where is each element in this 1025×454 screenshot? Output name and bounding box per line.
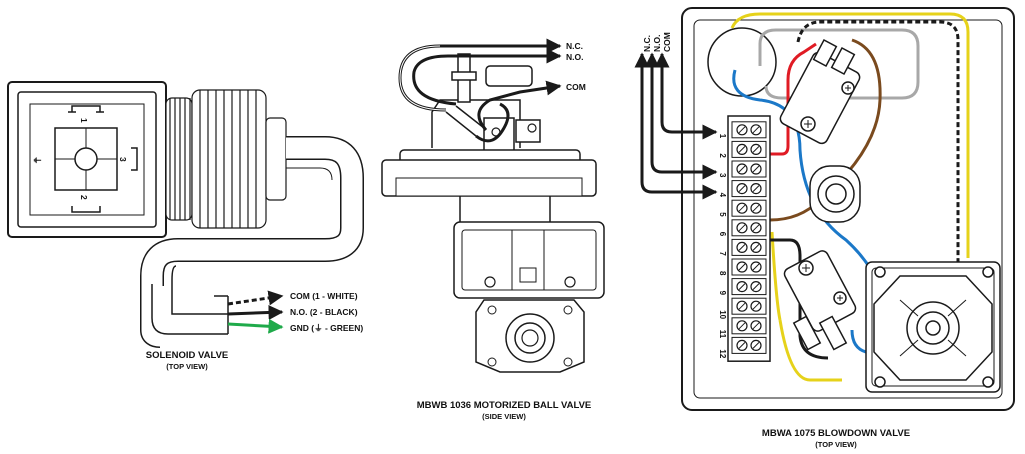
ball-valve-wire-com [477,80,562,131]
terminal-number: 3 [718,173,727,178]
solenoid-wire-no-label: N.O. (2 - BLACK) [290,307,358,317]
ball-valve-wire-no [412,48,562,106]
blowdown-brown-wire [769,38,882,222]
terminal-number: 2 [718,153,727,158]
ball-valve-caption: MBWB 1036 MOTORIZED BALL VALVE [417,400,592,411]
ball-valve [381,38,605,373]
blowdown-no-wire [650,62,718,180]
blowdown-yellow-wire [730,12,970,258]
terminal-9: 9 [718,278,767,296]
blowdown-caption: MBWA 1075 BLOWDOWN VALVE [762,428,910,439]
solenoid-wire-com-label: COM (1 - WHITE) [290,291,358,301]
terminal-12: 12 [718,336,767,359]
terminal-4: 4 [718,180,767,198]
terminal-number: 4 [718,193,727,198]
ball-valve-nc-label: N.C. [566,41,583,51]
blowdown-black-wire [770,238,829,360]
terminal-number: 11 [718,330,727,339]
terminal-number: 7 [718,251,727,256]
blowdown-com-wire [640,62,718,200]
blowdown-motor [707,27,777,97]
terminal-7: 7 [718,238,767,256]
solenoid-ground-icon: ⏚ [32,156,42,165]
blowdown-cam [809,165,861,223]
ball-valve-microswitch [485,65,533,87]
terminal-number: 12 [718,349,727,358]
blowdown-com-label: COM [662,32,672,52]
blowdown-no-label: N.O. [652,35,662,52]
blowdown-nc-label: N.C. [642,35,652,52]
solenoid-wire-gnd [227,318,284,334]
solenoid-gland-nut [191,89,287,229]
ball-valve-com-label: COM [566,82,586,92]
terminal-number: 10 [718,310,727,319]
solenoid-subcaption: (TOP VIEW) [166,362,208,371]
terminal-11: 11 [718,317,767,339]
terminal-1: 1 [718,121,767,139]
solenoid-pin1-label: 1 [79,118,89,123]
terminal-number: 5 [718,212,727,217]
solenoid-thread [165,97,193,221]
solenoid-pin3-label: 3 [118,157,128,162]
solenoid-wire-gnd-label: GND (⏚ - GREEN) [290,323,363,333]
ball-valve-no-label: N.O. [566,52,583,62]
blowdown-valve-base [865,261,1001,393]
terminal-2: 2 [718,140,767,158]
blowdown-dashed-wire [796,20,960,262]
terminal-6: 6 [718,219,767,237]
terminal-number: 6 [718,232,727,237]
terminal-number: 8 [718,271,727,276]
terminal-number: 1 [718,134,727,139]
solenoid-wire-com [227,290,284,306]
blowdown-switch-bottom [783,250,857,351]
terminal-number: 9 [718,291,727,296]
terminal-10: 10 [718,297,767,320]
blowdown-nc-wire [660,62,718,140]
solenoid-valve: 1 2 3 ⏚ [7,81,364,371]
solenoid-caption: SOLENOID VALVE [146,350,229,361]
terminal-3: 3 [718,160,767,178]
terminal-5: 5 [718,199,767,217]
blowdown-gray-wire [758,28,920,100]
solenoid-wire-no [227,305,284,320]
solenoid-center-pin [74,147,98,171]
ball-valve-subcaption: (SIDE VIEW) [482,412,526,421]
solenoid-pin2-label: 2 [79,195,89,200]
blowdown-subcaption: (TOP VIEW) [815,440,857,449]
blowdown-switch-top [779,38,861,145]
terminal-8: 8 [718,258,767,276]
